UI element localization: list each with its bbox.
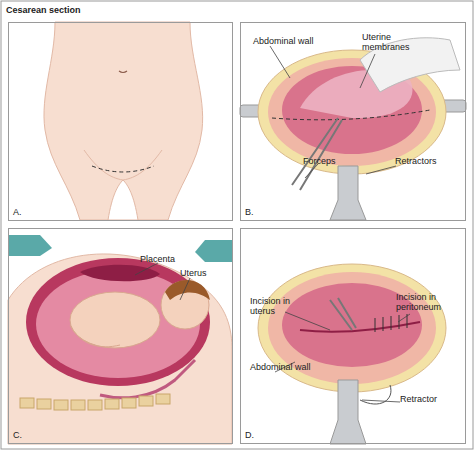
birth-canal bbox=[100, 360, 195, 398]
vertebra bbox=[139, 396, 153, 406]
baby-body bbox=[70, 292, 160, 348]
vertebra bbox=[156, 394, 170, 404]
part-label: Placenta bbox=[140, 254, 190, 264]
forceps bbox=[292, 118, 342, 190]
needle-holder bbox=[330, 298, 356, 330]
panel-frame: B. bbox=[240, 22, 466, 221]
vertebra bbox=[71, 400, 85, 410]
part-label: Abdominal wall bbox=[250, 362, 325, 372]
side-view bbox=[8, 235, 232, 444]
leader-line bbox=[285, 312, 330, 330]
fat-layer bbox=[258, 264, 446, 392]
placenta bbox=[80, 265, 160, 282]
retractor bbox=[330, 380, 366, 444]
leader-line bbox=[180, 278, 190, 300]
glove-right bbox=[195, 240, 232, 262]
leg-gap bbox=[108, 180, 138, 220]
incision-line bbox=[272, 110, 430, 120]
part-label: Incision in uterus bbox=[250, 296, 300, 316]
abdomen bbox=[8, 254, 232, 444]
leader-line bbox=[135, 263, 158, 275]
panel-letter: C. bbox=[13, 430, 22, 440]
panel-letter: A. bbox=[13, 207, 22, 217]
closing-view bbox=[258, 264, 446, 444]
opened-abdomen bbox=[240, 38, 466, 220]
leader-line bbox=[362, 400, 400, 402]
panel-frame: D. bbox=[240, 228, 466, 444]
vertebra bbox=[37, 399, 51, 409]
baby-leg bbox=[70, 325, 120, 347]
vertebra bbox=[122, 398, 136, 408]
vertebra bbox=[105, 399, 119, 409]
diagram-title: Cesarean section bbox=[6, 5, 81, 15]
glove-left bbox=[8, 235, 52, 256]
leader-line bbox=[398, 314, 410, 322]
vertebra bbox=[54, 400, 68, 410]
part-label: Abdominal wall bbox=[253, 36, 328, 46]
leader-lines bbox=[135, 46, 410, 402]
panel-frame: C. bbox=[8, 228, 233, 444]
leader-line bbox=[305, 164, 318, 178]
panel-letter: D. bbox=[245, 430, 254, 440]
leader-line bbox=[366, 166, 396, 174]
torso-front bbox=[44, 22, 203, 220]
vertebra bbox=[20, 398, 34, 408]
incision bbox=[300, 322, 420, 332]
part-label: Uterus bbox=[180, 268, 220, 278]
groin-line bbox=[84, 150, 162, 180]
leader-line bbox=[360, 54, 375, 88]
part-label: Forceps bbox=[303, 156, 353, 166]
stitches bbox=[375, 314, 407, 332]
panel-frame: A. bbox=[8, 22, 233, 221]
retractor-bottom bbox=[330, 166, 366, 220]
navel bbox=[119, 71, 127, 73]
panel-letter: B. bbox=[245, 207, 254, 217]
leader-line bbox=[270, 46, 290, 78]
part-label: Retractors bbox=[395, 156, 455, 166]
part-label: Uterine membranes bbox=[362, 32, 412, 52]
vertebra bbox=[88, 400, 102, 410]
part-label: Incision in peritoneum bbox=[396, 292, 456, 312]
skin bbox=[44, 22, 203, 220]
spine bbox=[20, 394, 170, 410]
incision-line bbox=[92, 166, 154, 172]
part-label: Retractor bbox=[400, 394, 450, 404]
